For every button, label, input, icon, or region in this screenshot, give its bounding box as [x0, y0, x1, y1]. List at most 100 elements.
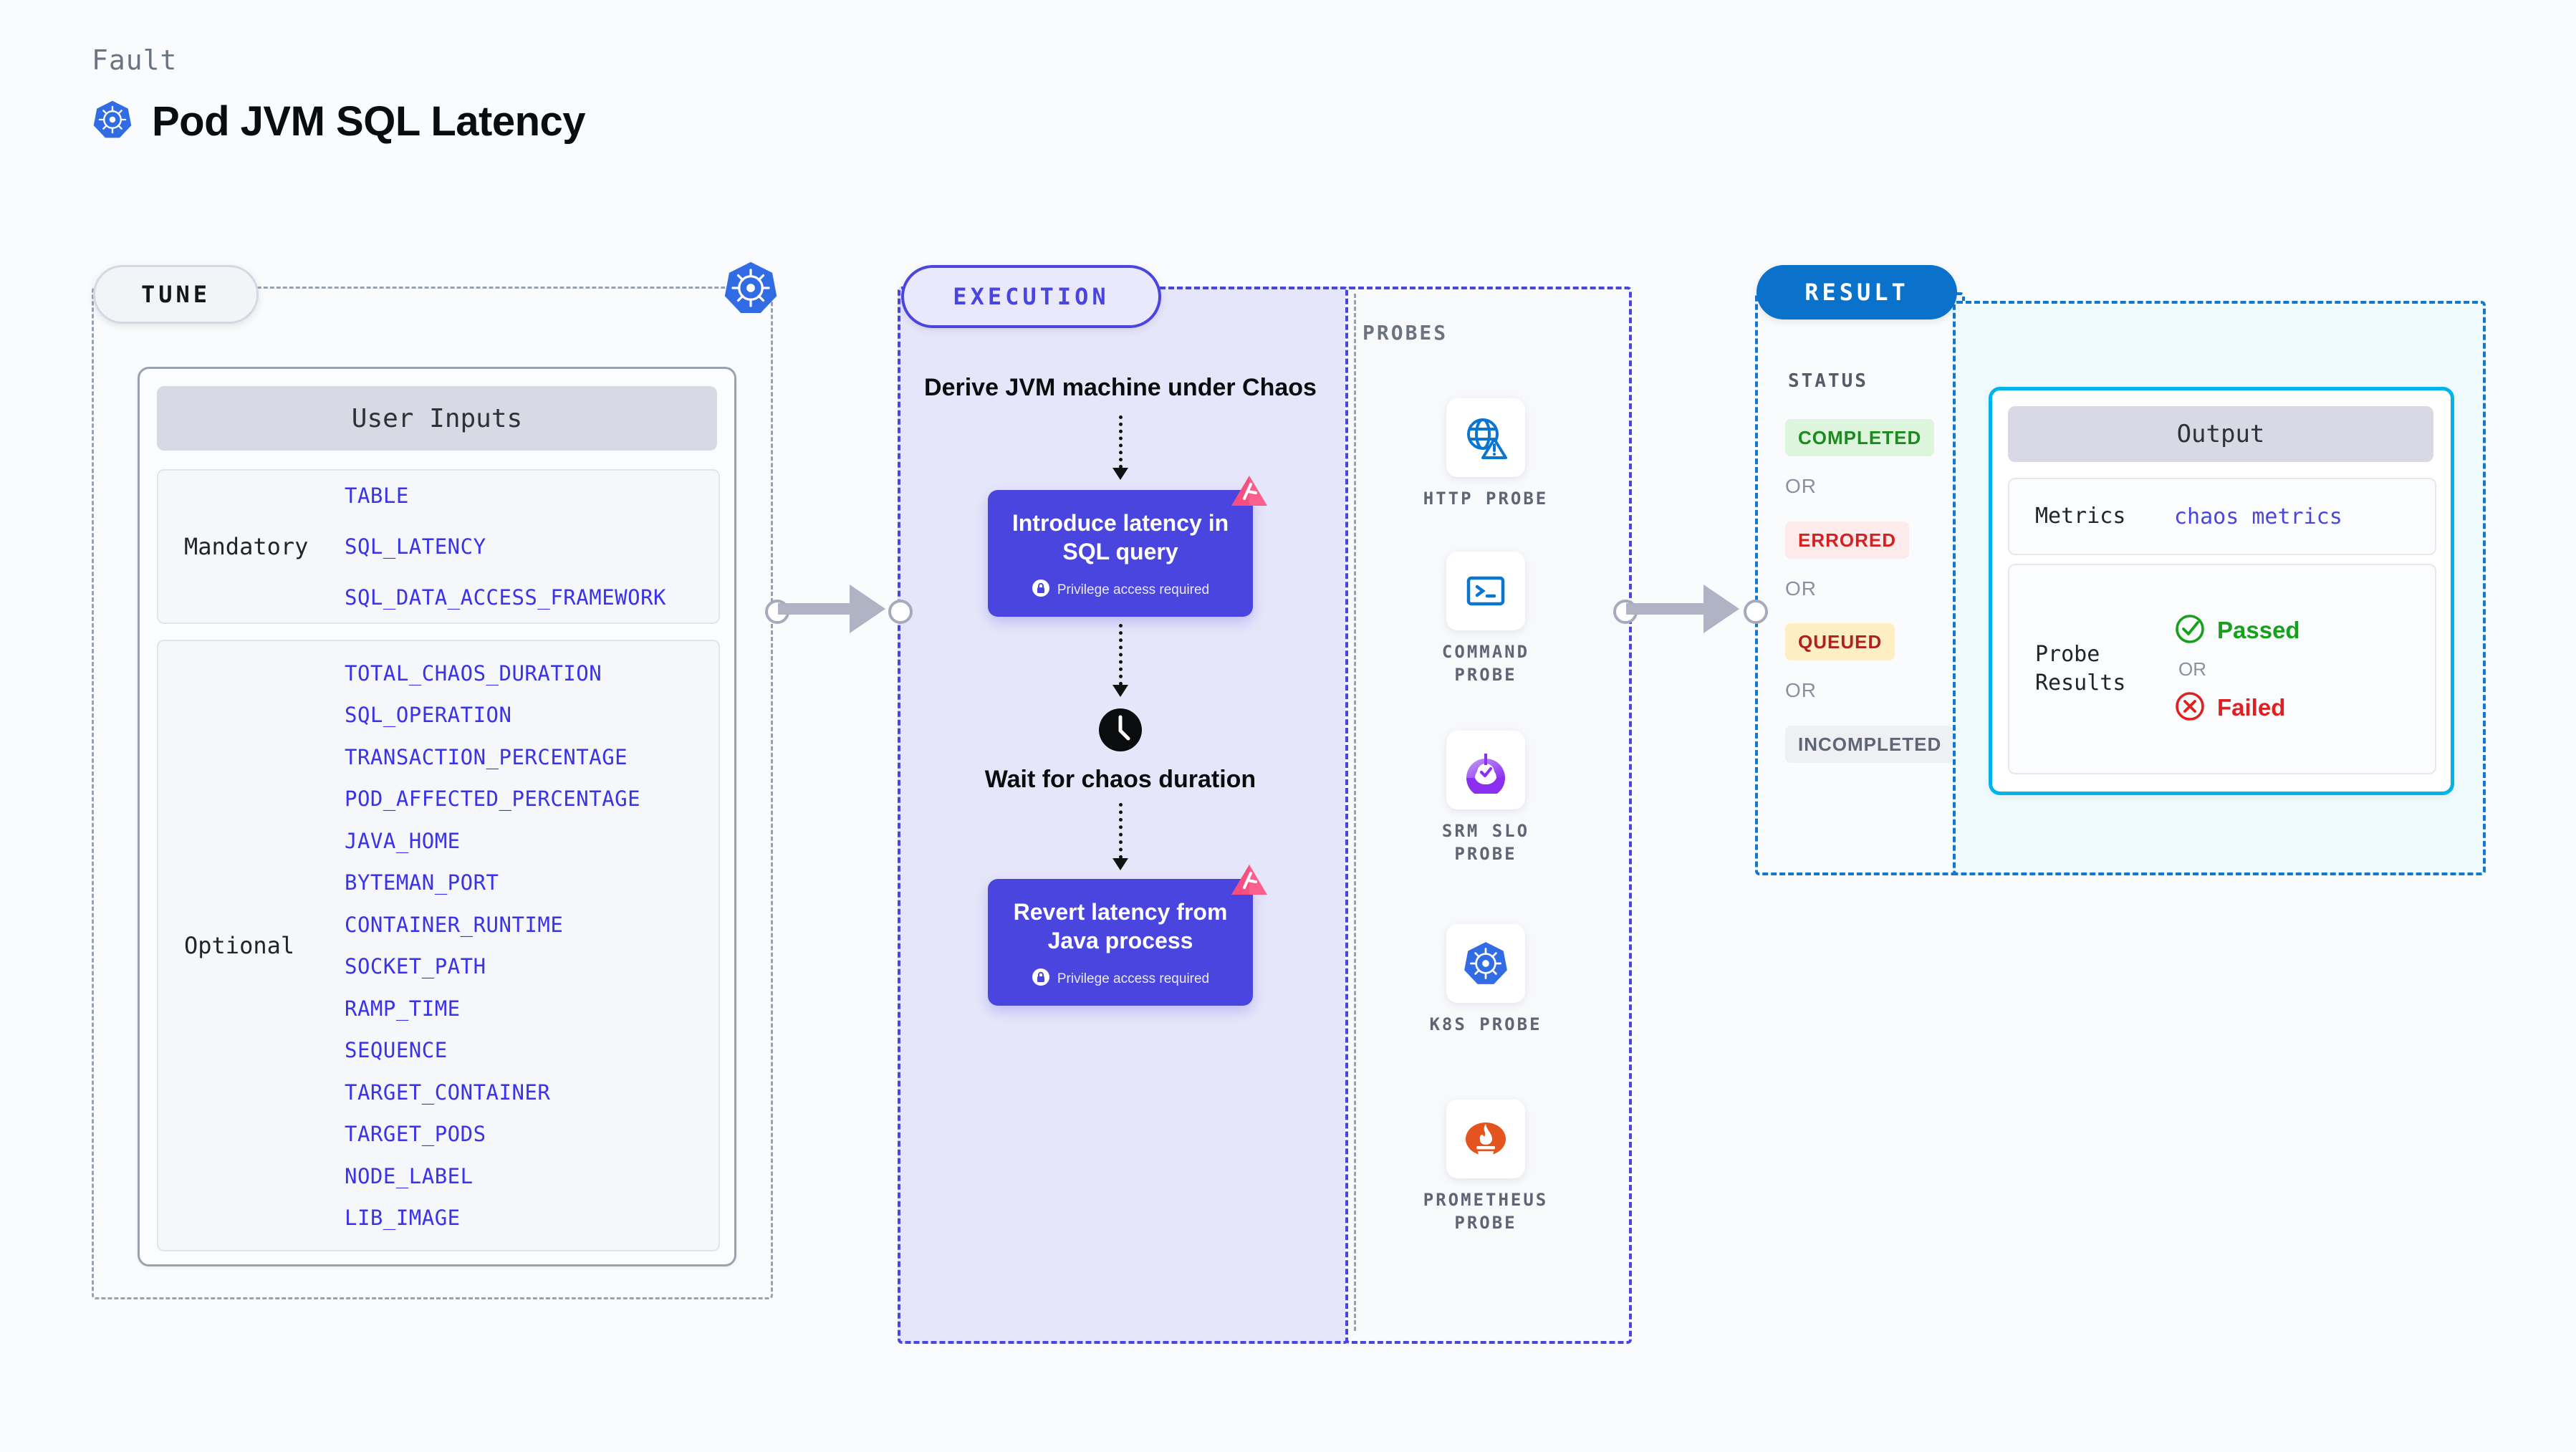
probe-results-key-label: Probe Results [2035, 642, 2126, 696]
wait-for-chaos-label: Wait for chaos duration [984, 766, 1256, 793]
user-inputs-header: User Inputs [157, 386, 717, 451]
litmus-chaos-icon [1227, 860, 1272, 905]
param-item[interactable]: TOTAL_CHAOS_DURATION [345, 660, 602, 686]
connector-tune-to-execution [765, 580, 913, 638]
param-category-label: Optional [184, 932, 295, 959]
probe-label: COMMAND PROBE [1441, 642, 1530, 685]
output-header: Output [2008, 406, 2433, 462]
probe-result-or-label: OR [2178, 658, 2206, 680]
probe-item-http[interactable]: HTTP PROBE [1414, 398, 1557, 510]
user-inputs-card: User Inputs Mandatory TABLE SQL_LATENCY … [138, 367, 736, 1266]
param-item[interactable]: SOCKET_PATH [345, 954, 486, 979]
probe-label: K8S PROBE [1429, 1014, 1542, 1034]
privilege-text: Privilege access required [1057, 582, 1210, 597]
probe-label: SRM SLO PROBE [1441, 821, 1530, 864]
derive-jvm-step-label: Derive JVM machine under Chaos [924, 374, 1317, 401]
probe-label: PROMETHEUS PROBE [1423, 1190, 1549, 1233]
flow-arrow-2 [898, 624, 1343, 697]
connector-line [1626, 603, 1718, 615]
status-badge-incompleted: INCOMPLETED [1785, 726, 1955, 763]
passed-label: Passed [2217, 617, 2300, 643]
param-item[interactable]: NODE_LABEL [345, 1163, 474, 1188]
status-title: STATUS [1788, 370, 1868, 392]
introduce-latency-card[interactable]: Introduce latency in SQL query Privilege… [988, 476, 1267, 617]
param-item[interactable]: SQL_DATA_ACCESS_FRAMEWORK [345, 585, 666, 610]
connector-end-dot [1744, 600, 1768, 624]
clock-icon [1097, 707, 1143, 753]
status-badge-queued: QUEUED [1785, 623, 1895, 660]
privilege-row: Privilege access required [1001, 579, 1240, 601]
param-item[interactable]: TARGET_PODS [345, 1122, 486, 1146]
result-pill[interactable]: RESULT [1756, 265, 1957, 319]
output-card: Output Metrics chaos metrics Probe Resul… [1989, 387, 2454, 795]
probe-result-passed: Passed [2174, 613, 2300, 648]
revert-latency-title: Revert latency from Java process [1013, 899, 1228, 953]
param-category-label: Mandatory [184, 533, 309, 560]
wait-for-chaos-step: Wait for chaos duration [898, 707, 1343, 794]
param-item[interactable]: SQL_LATENCY [345, 534, 486, 559]
mandatory-param-list: TABLE SQL_LATENCY SQL_DATA_ACCESS_FRAMEW… [345, 471, 719, 623]
flow-arrow-3 [898, 803, 1343, 870]
connector-line [778, 603, 864, 615]
status-or-label: OR [1785, 679, 1817, 701]
probe-item-k8s[interactable]: K8S PROBE [1414, 924, 1557, 1036]
status-or-label: OR [1785, 475, 1817, 497]
failed-label: Failed [2217, 694, 2286, 721]
execution-pill[interactable]: EXECUTION [901, 265, 1161, 328]
param-item[interactable]: SEQUENCE [345, 1038, 448, 1062]
tune-region [92, 287, 773, 1299]
optional-param-list: TOTAL_CHAOS_DURATION SQL_OPERATION TRANS… [345, 653, 719, 1239]
connector-end-dot [888, 600, 913, 624]
param-item[interactable]: POD_AFFECTED_PERCENTAGE [345, 787, 641, 811]
execution-region [898, 287, 1349, 1344]
revert-latency-card[interactable]: Revert latency from Java process Privile… [988, 865, 1267, 1006]
probe-item-srm-slo[interactable]: SRM SLO PROBE [1414, 731, 1557, 865]
param-item[interactable]: LIB_IMAGE [345, 1206, 461, 1230]
page-header: Fault Pod JVM SQL Latency [92, 44, 586, 145]
param-item[interactable]: BYTEMAN_PORT [345, 870, 499, 895]
param-item[interactable]: TRANSACTION_PERCENTAGE [345, 744, 628, 769]
probe-results-values: Passed OR Failed [2174, 613, 2300, 726]
param-item[interactable]: TABLE [345, 483, 409, 508]
param-item[interactable]: JAVA_HOME [345, 828, 461, 853]
terminal-icon [1446, 552, 1525, 630]
probe-item-command[interactable]: COMMAND PROBE [1414, 552, 1557, 686]
param-item[interactable]: TARGET_CONTAINER [345, 1080, 551, 1105]
status-badge-errored: ERRORED [1785, 521, 1910, 559]
globe-warning-icon [1446, 398, 1525, 477]
tune-pill[interactable]: TUNE [93, 265, 259, 324]
privilege-text: Privilege access required [1057, 971, 1210, 986]
check-circle-icon [2174, 613, 2206, 648]
param-item[interactable]: SQL_OPERATION [345, 703, 512, 727]
page-title: Pod JVM SQL Latency [152, 98, 586, 145]
connector-arrowhead [850, 585, 885, 633]
probes-title: PROBES [1363, 321, 1448, 345]
optional-params-group: Optional TOTAL_CHAOS_DURATION SQL_OPERAT… [157, 640, 720, 1251]
slo-gauge-check-icon [1446, 731, 1525, 809]
page-title-row: Pod JVM SQL Latency [92, 97, 586, 145]
output-probe-results-row: Probe Results Passed OR [2008, 564, 2436, 774]
status-badge-completed: COMPLETED [1785, 419, 1935, 456]
mandatory-params-group: Mandatory TABLE SQL_LATENCY SQL_DATA_ACC… [157, 469, 720, 624]
param-item[interactable]: RAMP_TIME [345, 996, 461, 1021]
connector-arrowhead [1703, 585, 1739, 633]
kubernetes-icon [1446, 924, 1525, 1003]
param-item[interactable]: CONTAINER_RUNTIME [345, 912, 564, 937]
litmus-chaos-icon [1227, 471, 1272, 516]
flow-arrow-1 [898, 415, 1343, 480]
fault-eyebrow-label: Fault [92, 44, 178, 76]
privilege-row: Privilege access required [1001, 968, 1240, 990]
lock-icon [1032, 579, 1050, 601]
probe-item-prometheus[interactable]: PROMETHEUS PROBE [1414, 1100, 1557, 1234]
probe-label: HTTP PROBE [1423, 489, 1549, 509]
connector-probes-to-result [1613, 580, 1768, 638]
metrics-value-link[interactable]: chaos metrics [2174, 504, 2342, 529]
metrics-key-label: Metrics [2035, 504, 2126, 529]
prometheus-flame-icon [1446, 1100, 1525, 1178]
status-or-label: OR [1785, 577, 1817, 600]
x-circle-icon [2174, 691, 2206, 726]
execution-flow: Derive JVM machine under Chaos Introduce… [898, 372, 1343, 1006]
probes-inner-divider [1354, 294, 1356, 1331]
output-metrics-row: Metrics chaos metrics [2008, 478, 2436, 555]
lock-icon [1032, 968, 1050, 990]
